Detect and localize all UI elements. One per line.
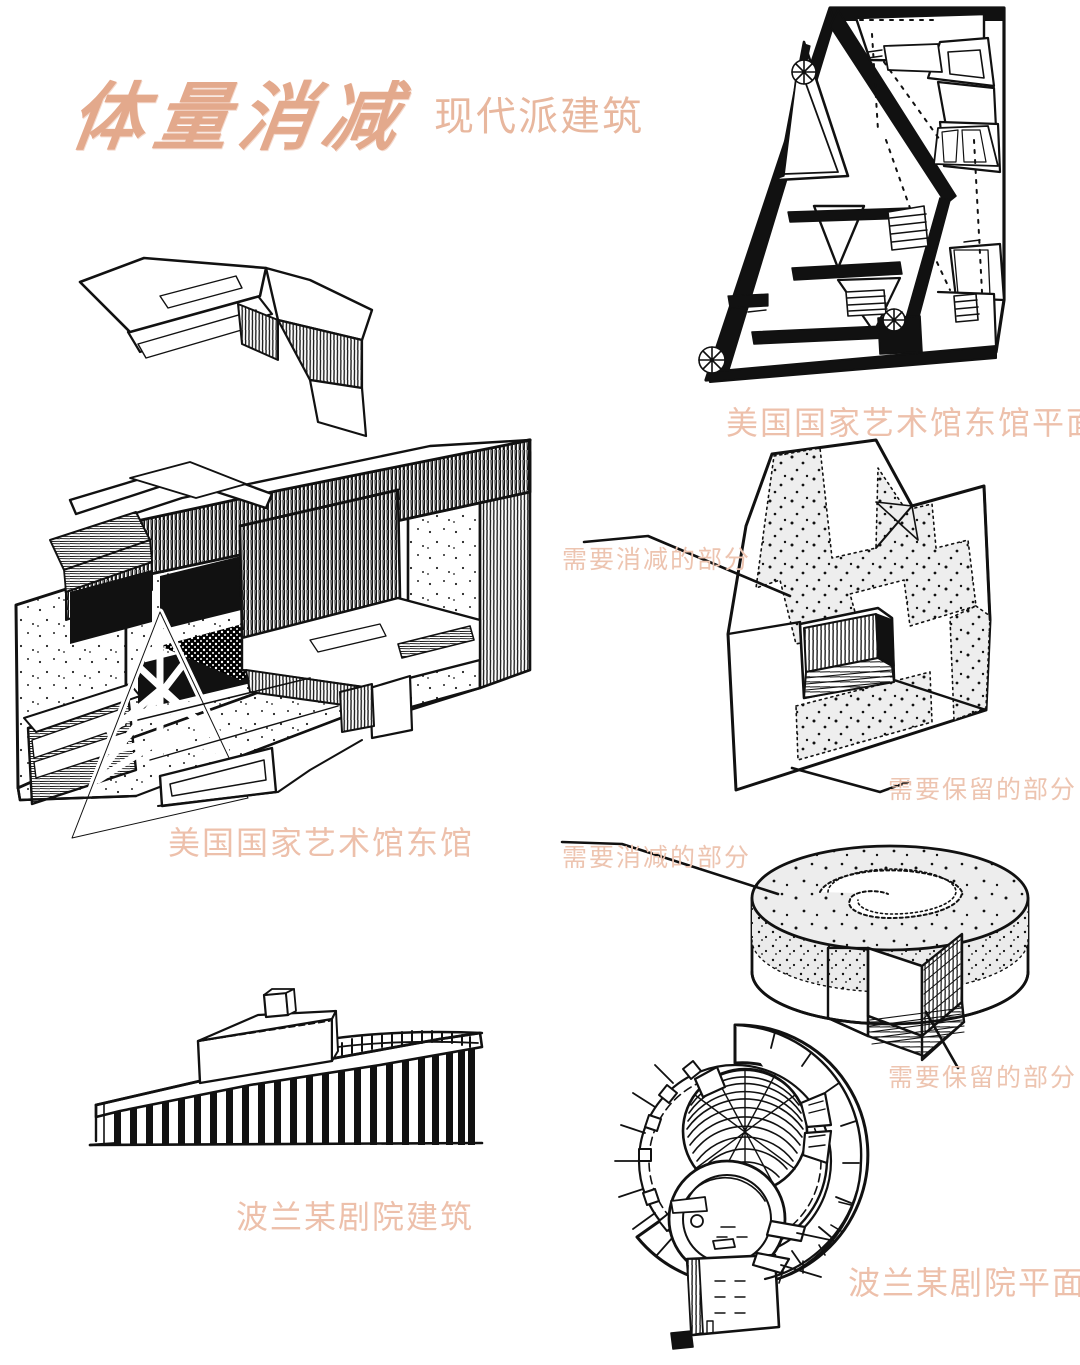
space-frame-truss bbox=[68, 608, 252, 842]
page-title: 体量消减 bbox=[65, 78, 413, 160]
leader-line-reduce bbox=[582, 534, 792, 598]
caption-east-building-plan: 美国国家艺术馆东馆平面 bbox=[726, 405, 1080, 441]
figure-theatre-cylinder-massing bbox=[560, 830, 1080, 1090]
figure-east-building-massing bbox=[582, 430, 1080, 810]
annotation-retain-massing: 需要保留的部分 bbox=[888, 776, 1078, 804]
annotation-retain-cylinder: 需要保留的部分 bbox=[888, 1064, 1078, 1092]
axon-body bbox=[14, 256, 532, 842]
figure-east-building-axonometric bbox=[10, 240, 570, 842]
leader-line-reduce-cyl bbox=[560, 840, 780, 896]
leader-line-retain-cyl bbox=[924, 1010, 960, 1070]
leader-line-retain bbox=[790, 766, 910, 794]
figure-poland-theatre-elevation bbox=[80, 985, 500, 1165]
caption-east-building: 美国国家艺术馆东馆 bbox=[168, 825, 475, 861]
annotation-reduce-cylinder: 需要消减的部分 bbox=[562, 844, 752, 872]
caption-poland-theatre-elevation: 波兰某剧院建筑 bbox=[236, 1199, 475, 1235]
page-subtitle: 现代派建筑 bbox=[434, 95, 644, 139]
annotation-reduce-massing: 需要消减的部分 bbox=[562, 546, 752, 574]
figure-east-building-plan bbox=[688, 0, 1080, 392]
colonnade bbox=[114, 1042, 475, 1145]
caption-poland-theatre-plan: 波兰某剧院平面 bbox=[848, 1265, 1080, 1301]
figure-poland-theatre-plan bbox=[575, 1015, 895, 1360]
